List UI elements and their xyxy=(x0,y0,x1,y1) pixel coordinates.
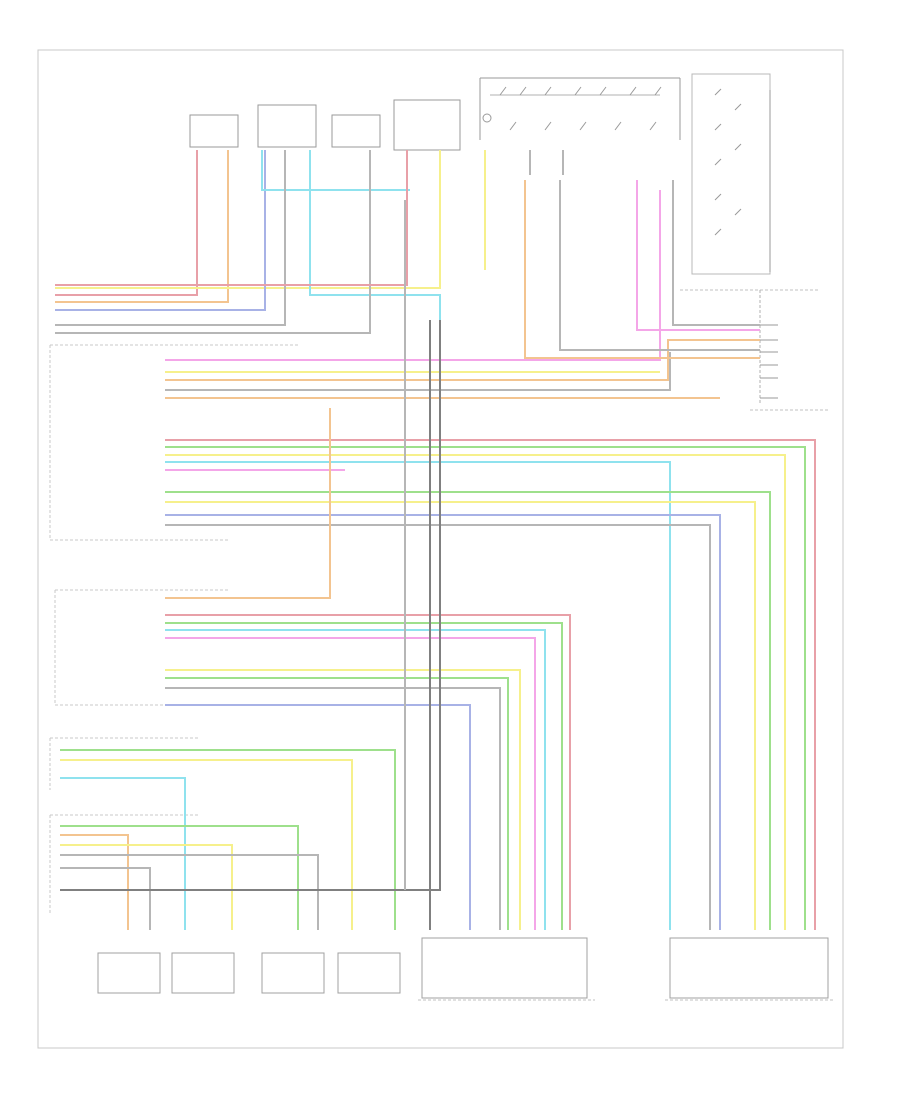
wire-blue xyxy=(165,514,721,930)
wire-gray xyxy=(165,524,711,930)
right-connector-block xyxy=(680,289,830,411)
wire-green xyxy=(165,677,509,930)
wire-red xyxy=(55,150,198,296)
connector-block-1 xyxy=(49,344,300,541)
wire-yellow xyxy=(60,759,353,930)
wire-gray xyxy=(60,854,319,930)
wire-yellow xyxy=(165,669,521,930)
wire-blue xyxy=(165,704,471,930)
wire-yellow xyxy=(165,501,756,930)
wire-red xyxy=(165,614,571,930)
wire-pink xyxy=(165,190,661,361)
wire-dark xyxy=(60,320,441,891)
wire-gray xyxy=(672,180,760,326)
connector-block-3 xyxy=(49,737,200,915)
wire-gray xyxy=(60,867,151,930)
wire-cyan xyxy=(165,461,671,930)
wire-orange xyxy=(60,834,129,930)
wire-yellow xyxy=(165,454,786,930)
wire-yellow xyxy=(55,150,441,289)
wire-pink xyxy=(636,180,760,331)
wire-gray xyxy=(55,150,286,326)
wire-red xyxy=(165,439,816,930)
wire-cyan xyxy=(261,150,410,191)
bottom-component-6 xyxy=(665,937,835,1001)
wire-gray xyxy=(165,352,671,391)
wire-green xyxy=(165,446,806,930)
wire-orange xyxy=(165,408,331,599)
wire-orange xyxy=(524,180,760,359)
wire-yellow xyxy=(60,844,233,930)
bottom-component-3 xyxy=(261,952,325,994)
top-module-3 xyxy=(331,114,381,148)
bottom-component-4 xyxy=(337,952,401,994)
wire-blue xyxy=(55,150,266,311)
bottom-component-1 xyxy=(97,952,161,994)
wire-green xyxy=(165,622,563,930)
top-module-1 xyxy=(189,114,239,148)
top-module-2 xyxy=(257,104,317,148)
wire-green xyxy=(165,491,771,930)
bottom-component-2 xyxy=(171,952,235,994)
top-module-4 xyxy=(393,99,461,151)
bottom-component-5 xyxy=(418,937,595,1001)
wire-cyan xyxy=(60,777,186,930)
wire-green xyxy=(60,749,396,930)
wire-orange xyxy=(55,150,229,303)
wire-gray xyxy=(55,150,371,334)
wire-red xyxy=(55,150,408,286)
wire-cyan xyxy=(165,629,546,930)
wire-gray xyxy=(559,180,760,351)
wire-gray xyxy=(165,687,501,930)
wire-green xyxy=(60,825,299,930)
wire-pink xyxy=(165,637,536,930)
wire-layer xyxy=(55,150,816,930)
wire-orange xyxy=(165,339,760,381)
diagram-frame xyxy=(37,49,844,1049)
memory-switch-group xyxy=(479,77,681,140)
mirror-switch-group xyxy=(691,73,771,275)
wire-cyan xyxy=(309,150,441,320)
